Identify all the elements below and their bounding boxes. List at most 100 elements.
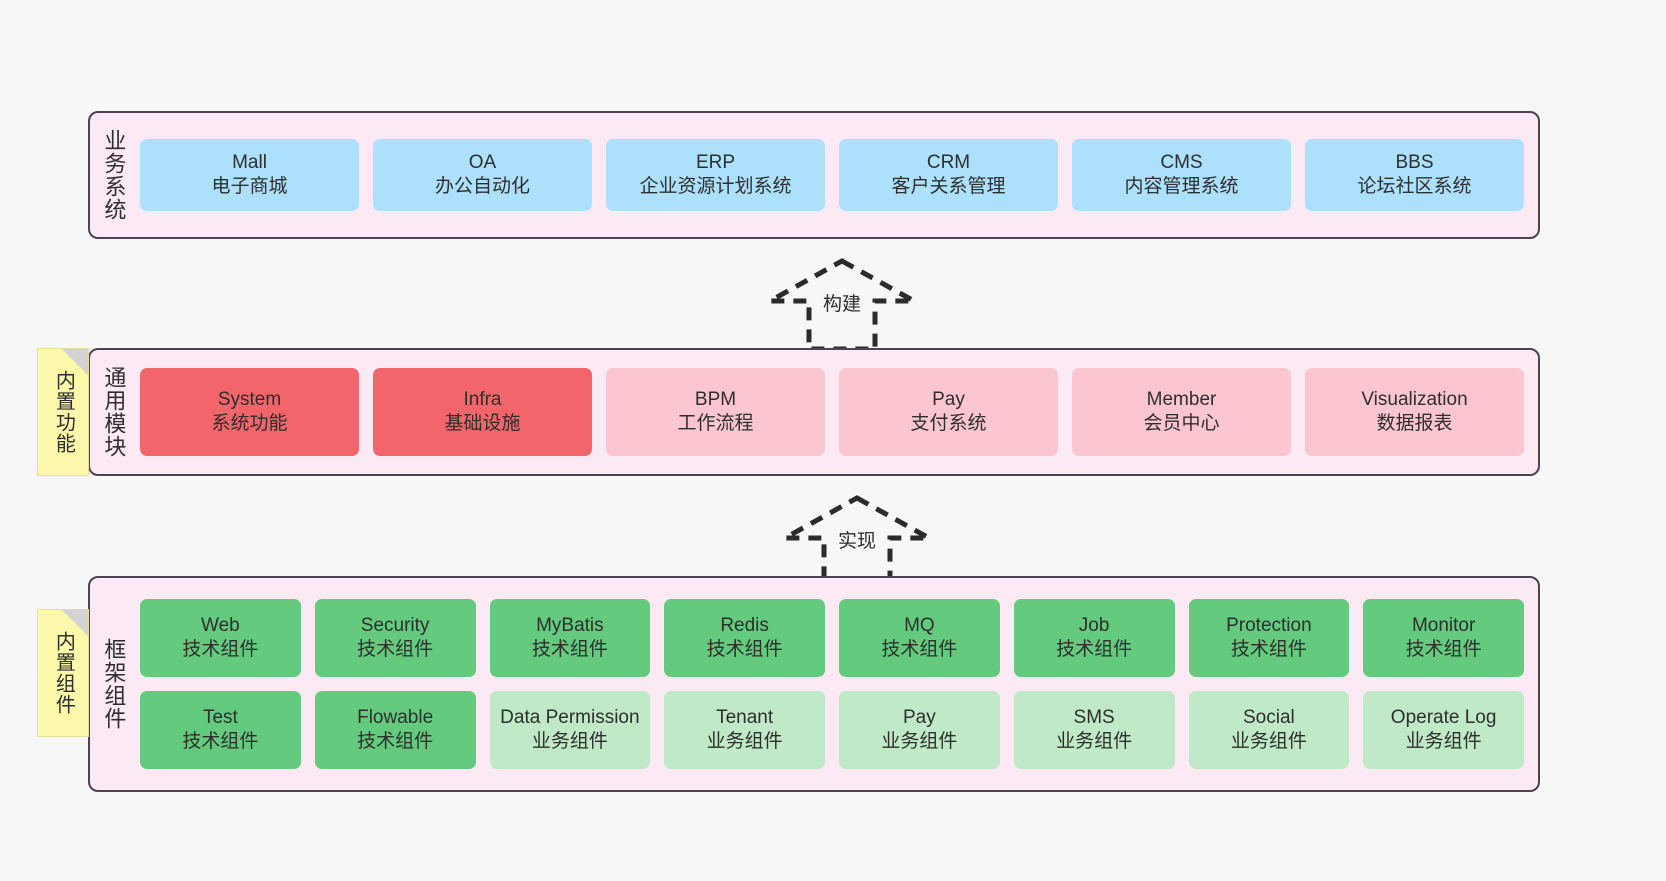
card-title: Protection (1226, 615, 1312, 637)
card-title: BPM (694, 389, 737, 411)
card-subtitle: 技术组件 (1405, 639, 1482, 660)
card-mybatis[interactable]: MyBatis 技术组件 (489, 599, 651, 677)
card-operate-log[interactable]: Operate Log 业务组件 (1363, 691, 1524, 769)
card-subtitle: 技术组件 (531, 639, 608, 660)
card-subtitle: 办公自动化 (434, 176, 530, 197)
framework-row-tech: Web 技术组件 Security 技术组件 MyBatis 技术组件 Redi… (140, 599, 1524, 677)
card-title: Monitor (1411, 615, 1476, 637)
card-title: Social (1243, 707, 1295, 729)
card-subtitle: 技术组件 (357, 639, 434, 660)
card-subtitle: 业务组件 (1230, 731, 1307, 752)
card-title: Mall (232, 152, 267, 174)
card-tenant[interactable]: Tenant 业务组件 (664, 691, 825, 769)
card-subtitle: 业务组件 (881, 731, 958, 752)
card-monitor[interactable]: Monitor 技术组件 (1363, 599, 1524, 677)
card-erp[interactable]: ERP 企业资源计划系统 (606, 139, 825, 211)
card-subtitle: 系统功能 (211, 413, 288, 434)
note-builtin-component-text: 内置组件 (52, 631, 75, 715)
card-subtitle: 会员中心 (1143, 413, 1220, 434)
card-subtitle: 支付系统 (910, 413, 987, 434)
card-subtitle: 技术组件 (182, 639, 259, 660)
note-builtin-function-text: 内置功能 (52, 370, 75, 454)
note-builtin-component: 内置组件 (37, 609, 89, 737)
card-subtitle: 技术组件 (881, 639, 958, 660)
card-title: CRM (926, 152, 971, 174)
card-title: Member (1146, 389, 1217, 411)
card-title: MQ (904, 615, 935, 637)
layer-business-system: 业务系统 Mall 电子商城 OA 办公自动化 ERP 企业资源计划系统 CRM… (88, 111, 1540, 239)
card-subtitle: 业务组件 (1056, 731, 1133, 752)
card-subtitle: 客户关系管理 (891, 176, 1006, 197)
layer-label-business-system: 业务系统 (101, 129, 127, 221)
card-pay[interactable]: Pay 支付系统 (839, 368, 1058, 456)
card-subtitle: 基础设施 (444, 413, 521, 434)
card-title: SMS (1073, 707, 1115, 729)
card-member[interactable]: Member 会员中心 (1072, 368, 1291, 456)
card-sms[interactable]: SMS 业务组件 (1013, 691, 1175, 769)
card-title: Infra (463, 389, 502, 411)
card-subtitle: 企业资源计划系统 (639, 176, 792, 197)
card-redis[interactable]: Redis 技术组件 (664, 599, 825, 677)
card-title: BBS (1395, 152, 1434, 174)
card-title: Redis (720, 615, 769, 637)
card-subtitle: 内容管理系统 (1124, 176, 1239, 197)
note-builtin-function: 内置功能 (37, 348, 89, 476)
card-pay-business[interactable]: Pay 业务组件 (839, 691, 1000, 769)
card-title: Flowable (357, 707, 434, 729)
card-subtitle: 技术组件 (1056, 639, 1133, 660)
card-job[interactable]: Job 技术组件 (1013, 599, 1175, 677)
card-subtitle: 技术组件 (182, 731, 259, 752)
card-flowable[interactable]: Flowable 技术组件 (314, 691, 476, 769)
card-subtitle: 业务组件 (1405, 731, 1482, 752)
card-subtitle: 技术组件 (357, 731, 434, 752)
card-title: Tenant (716, 707, 774, 729)
card-subtitle: 技术组件 (706, 639, 783, 660)
card-title: System (217, 389, 282, 411)
card-test[interactable]: Test 技术组件 (140, 691, 301, 769)
common-module-card-list: System 系统功能 Infra 基础设施 BPM 工作流程 Pay 支付系统… (136, 350, 1538, 474)
card-infra[interactable]: Infra 基础设施 (373, 368, 592, 456)
card-subtitle: 论坛社区系统 (1357, 176, 1472, 197)
card-title: CMS (1160, 152, 1203, 174)
card-subtitle: 业务组件 (531, 731, 608, 752)
card-title: Web (201, 615, 240, 637)
arrow-build-label: 构建 (822, 294, 861, 315)
card-subtitle: 技术组件 (1230, 639, 1307, 660)
card-title: Job (1078, 615, 1110, 637)
card-security[interactable]: Security 技术组件 (314, 599, 476, 677)
card-title: ERP (695, 152, 736, 174)
card-system[interactable]: System 系统功能 (140, 368, 359, 456)
card-mall[interactable]: Mall 电子商城 (140, 139, 359, 211)
card-subtitle: 业务组件 (706, 731, 783, 752)
card-bbs[interactable]: BBS 论坛社区系统 (1305, 139, 1524, 211)
card-cms[interactable]: CMS 内容管理系统 (1072, 139, 1291, 211)
framework-row-business: Test 技术组件 Flowable 技术组件 Data Permission … (140, 691, 1524, 769)
layer-framework-component: 框架组件 Web 技术组件 Security 技术组件 MyBatis 技术组件… (88, 576, 1540, 792)
card-subtitle: 数据报表 (1376, 413, 1453, 434)
card-data-permission[interactable]: Data Permission 业务组件 (489, 691, 651, 769)
layer-common-module: 通用模块 System 系统功能 Infra 基础设施 BPM 工作流程 Pay… (88, 348, 1540, 476)
card-visualization[interactable]: Visualization 数据报表 (1305, 368, 1524, 456)
arrow-build: 构建 (742, 253, 942, 353)
card-web[interactable]: Web 技术组件 (140, 599, 301, 677)
business-system-card-list: Mall 电子商城 OA 办公自动化 ERP 企业资源计划系统 CRM 客户关系… (136, 113, 1538, 237)
layer-label-common-module: 通用模块 (101, 366, 127, 458)
arrow-implement-label: 实现 (837, 531, 876, 552)
framework-component-card-list: Web 技术组件 Security 技术组件 MyBatis 技术组件 Redi… (136, 578, 1538, 790)
card-title: Pay (932, 389, 965, 411)
card-title: Visualization (1361, 389, 1468, 411)
card-oa[interactable]: OA 办公自动化 (373, 139, 592, 211)
arrow-implement: 实现 (757, 490, 957, 590)
card-social[interactable]: Social 业务组件 (1188, 691, 1350, 769)
card-mq[interactable]: MQ 技术组件 (839, 599, 1000, 677)
card-subtitle: 工作流程 (677, 413, 754, 434)
card-title: OA (468, 152, 497, 174)
card-title: Data Permission (500, 707, 640, 729)
card-crm[interactable]: CRM 客户关系管理 (839, 139, 1058, 211)
card-title: MyBatis (536, 615, 604, 637)
card-title: Pay (903, 707, 936, 729)
card-title: Operate Log (1390, 707, 1497, 729)
layer-label-framework-component: 框架组件 (101, 638, 127, 730)
card-protection[interactable]: Protection 技术组件 (1188, 599, 1350, 677)
card-bpm[interactable]: BPM 工作流程 (606, 368, 825, 456)
